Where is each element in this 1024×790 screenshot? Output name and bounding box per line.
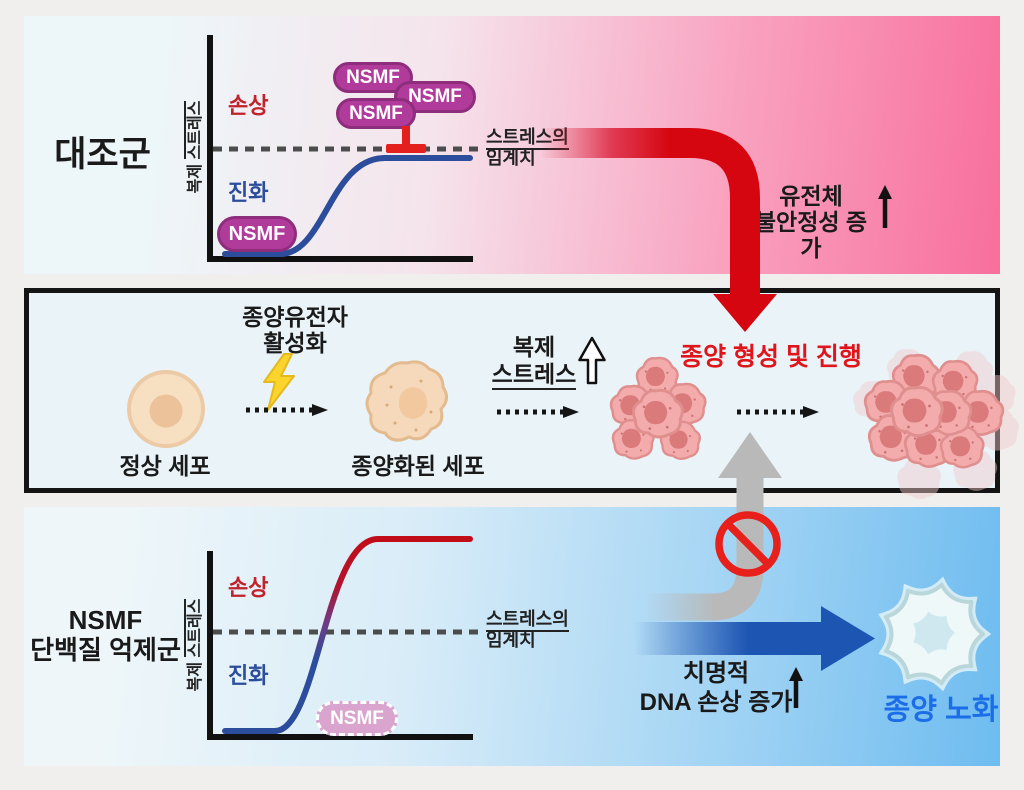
up-arrow-icon [789,667,803,708]
genome-instability-label: 유전체 불안정성 증가 [754,183,868,261]
sigmoid-curve [222,155,473,257]
dotted-arrow-icon [737,406,819,418]
tumorized-cell-label: 종양화된 세포 [351,453,485,479]
y-axis-label: 복제 스트레스 [181,590,204,700]
nsmf-inhibition-bar [402,126,410,146]
damage-label: 손상 [228,93,269,118]
evolution-label: 진화 [228,663,269,688]
hollow-up-arrow-icon [578,336,606,385]
tumor-cluster-large-illustration [853,348,1019,499]
sigmoid-curve [222,536,473,734]
senescent-cell-illustration [878,576,992,692]
evolution-label: 진화 [228,180,269,205]
up-arrow-icon [878,185,892,228]
control-graph [207,35,482,262]
tumor-senescence-label: 종양 노화 [883,694,999,726]
nsmf-pill: NSMF [336,98,416,129]
normal-cell-illustration [127,370,205,448]
tumor-progression-label: 종양 형성 및 진행 [680,343,862,371]
lethal-dna-damage-label: 치명적 DNA 손상 증가 [639,660,793,716]
suppressed-graph [207,536,482,740]
gray-flow-arrow [645,432,782,621]
dotted-arrow-icon [246,404,328,416]
prohibition-icon [715,511,781,577]
damage-label: 손상 [228,575,269,600]
blue-flow-arrow [634,606,875,671]
normal-cell-label: 정상 세포 [119,453,211,479]
tumorized-cell-illustration [365,360,448,442]
nsmf-inhibition-bar [386,144,426,153]
replication-stress-label: 복제 스트레스 [489,334,579,390]
oncogene-activation-label: 종양유전자 활성화 [242,304,348,356]
control-panel [24,16,1000,274]
nsmf-pill: NSMF [217,216,297,252]
lightning-bolt-icon [263,353,295,411]
control-title: 대조군 [54,135,151,174]
nsmf-pill-suppressed: NSMF [316,701,398,736]
red-flow-arrow [542,128,777,332]
y-axis-label: 복제 스트레스 [181,92,204,202]
dotted-arrow-icon [497,406,579,418]
threshold-label: 스트레스의 임계치 [486,609,569,650]
suppressed-title: NSMF 단백질 억제군 [30,605,181,665]
nsmf-pill: NSMF [394,81,476,113]
